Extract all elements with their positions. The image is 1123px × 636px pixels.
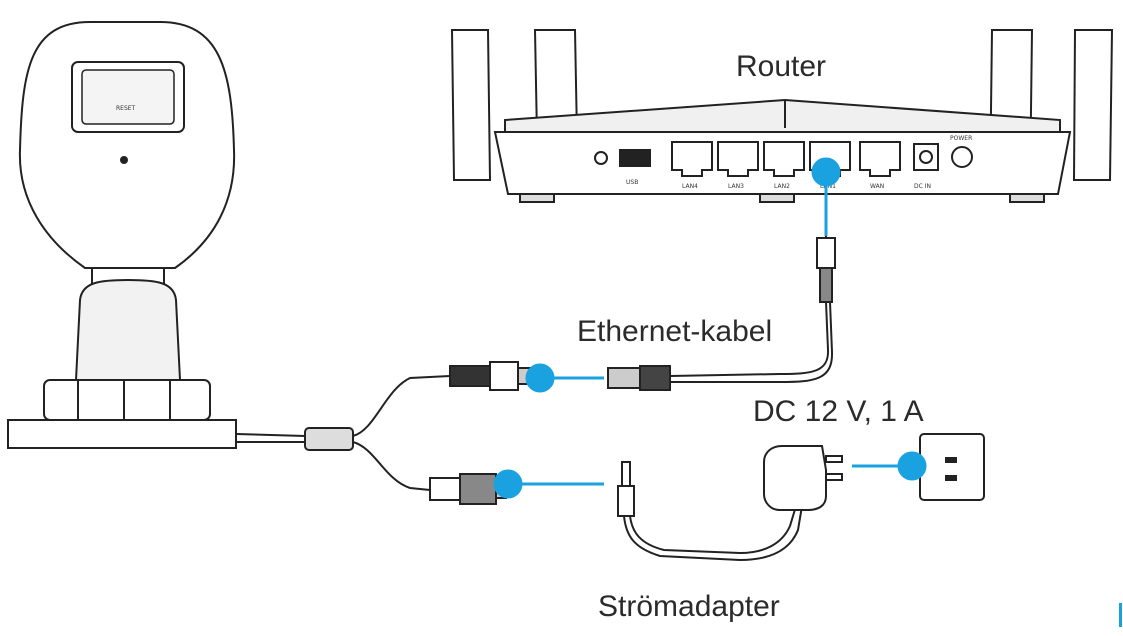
camera-reset-label: RESET <box>116 105 136 112</box>
router-antenna <box>1072 29 1114 181</box>
router-wan-label: WAN <box>870 183 884 190</box>
wall-outlet <box>919 433 985 501</box>
label-power-adapter: Strömadapter <box>598 590 780 623</box>
router-top <box>504 98 1061 133</box>
router-lan-label: LAN3 <box>728 183 744 190</box>
router-lan-label: LAN1 <box>820 183 836 190</box>
router-antenna <box>450 29 492 181</box>
callout-router-lan <box>811 157 841 187</box>
label-power-spec: DC 12 V, 1 A <box>753 395 924 428</box>
router-lan-label: LAN4 <box>682 183 698 190</box>
router-usb-port <box>619 149 651 167</box>
ethernet-cable <box>607 172 836 391</box>
camera <box>7 21 237 449</box>
callout-outlet <box>897 451 927 481</box>
router-power-label: POWER <box>950 135 972 142</box>
camera-power-jack <box>429 473 507 505</box>
camera-base-plate <box>7 419 237 449</box>
router-usb-label: USB <box>626 179 638 186</box>
power-cable <box>617 461 803 562</box>
cable-splitter <box>304 427 354 451</box>
camera-lan-jack <box>449 361 535 391</box>
router-reset-button <box>594 151 608 165</box>
camera-mount-block <box>43 379 211 421</box>
camera-status-dot <box>120 156 128 164</box>
label-ethernet-cable: Ethernet-kabel <box>577 315 773 348</box>
callout-camera-power <box>493 469 523 499</box>
power-adapter <box>763 445 843 511</box>
router-dc-label: DC IN <box>914 183 931 190</box>
callout-camera-lan <box>525 363 555 393</box>
label-router: Router <box>736 50 827 83</box>
router <box>450 29 1114 203</box>
camera-cable <box>235 375 451 491</box>
router-power-button <box>951 146 973 168</box>
callouts <box>493 157 927 499</box>
dc-plug-tip <box>621 461 631 487</box>
ethernet-plug <box>607 367 641 389</box>
corner-mark <box>1119 603 1122 627</box>
camera-body <box>18 21 236 269</box>
camera-bracket <box>74 278 182 381</box>
router-lan-label: LAN2 <box>774 183 790 190</box>
router-wan-port <box>859 141 901 177</box>
